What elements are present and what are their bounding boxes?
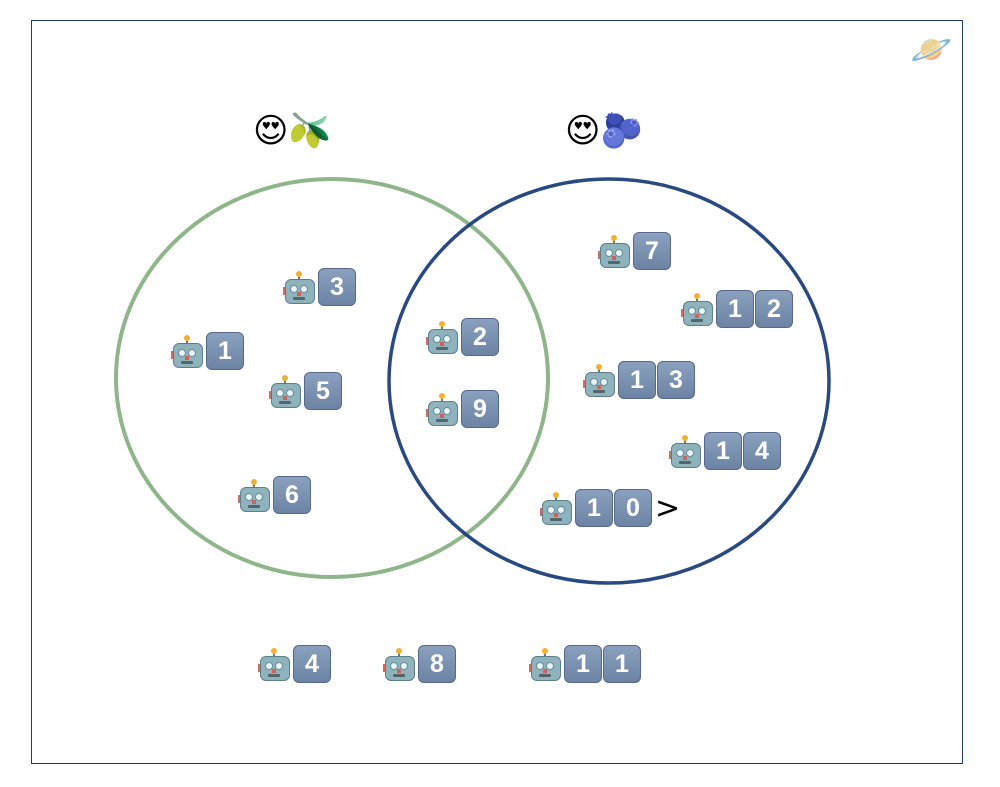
keycap-digit: 3 bbox=[657, 361, 695, 399]
robot-icon bbox=[597, 234, 631, 268]
keycap-digit: 1 bbox=[716, 290, 754, 328]
item-3: 3 bbox=[282, 267, 357, 307]
set-circle-olive bbox=[114, 177, 550, 579]
robot-icon bbox=[170, 334, 204, 368]
robot-icon bbox=[268, 374, 302, 408]
planet-icon: 🪐 bbox=[910, 30, 953, 70]
keycap-digit: 4 bbox=[293, 645, 331, 683]
item-2: 2 bbox=[425, 317, 500, 357]
keycap-digit: 6 bbox=[273, 476, 311, 514]
robot-icon bbox=[582, 363, 616, 397]
diagram-frame bbox=[31, 20, 963, 764]
keycap-digit: 5 bbox=[304, 372, 342, 410]
item-9: 9 bbox=[425, 389, 500, 429]
robot-icon bbox=[382, 647, 416, 681]
robot-icon bbox=[528, 647, 562, 681]
item-7: 7 bbox=[597, 231, 672, 271]
keycap-digit: 1 bbox=[575, 489, 613, 527]
set-label-blueberry: 😍🫐 bbox=[565, 111, 643, 151]
keycap-digit: 1 bbox=[564, 645, 602, 683]
keycap-digit: 9 bbox=[461, 390, 499, 428]
keycap-digit: 8 bbox=[418, 645, 456, 683]
item-4: 4 bbox=[257, 644, 332, 684]
robot-icon bbox=[282, 270, 316, 304]
robot-icon bbox=[539, 491, 573, 525]
set-circle-blueberry bbox=[387, 177, 831, 585]
keycap-digit: 7 bbox=[633, 232, 671, 270]
keycap-digit: 1 bbox=[704, 432, 742, 470]
robot-icon bbox=[425, 392, 459, 426]
set-label-olive: 😍🫒 bbox=[253, 111, 331, 151]
item-6: 6 bbox=[237, 475, 312, 515]
keycap-digit: 1 bbox=[206, 332, 244, 370]
keycap-digit: 2 bbox=[755, 290, 793, 328]
keycap-digit: 4 bbox=[743, 432, 781, 470]
robot-icon bbox=[680, 292, 714, 326]
keycap-digit: 1 bbox=[603, 645, 641, 683]
robot-icon bbox=[668, 434, 702, 468]
robot-icon bbox=[425, 320, 459, 354]
item-1: 1 bbox=[170, 331, 245, 371]
item-suffix: > bbox=[655, 490, 681, 526]
keycap-digit: 2 bbox=[461, 318, 499, 356]
keycap-digit: 3 bbox=[318, 268, 356, 306]
robot-icon bbox=[257, 647, 291, 681]
keycap-digit: 0 bbox=[614, 489, 652, 527]
item-5: 5 bbox=[268, 371, 343, 411]
item-8: 8 bbox=[382, 644, 457, 684]
keycap-digit: 1 bbox=[618, 361, 656, 399]
robot-icon bbox=[237, 478, 271, 512]
